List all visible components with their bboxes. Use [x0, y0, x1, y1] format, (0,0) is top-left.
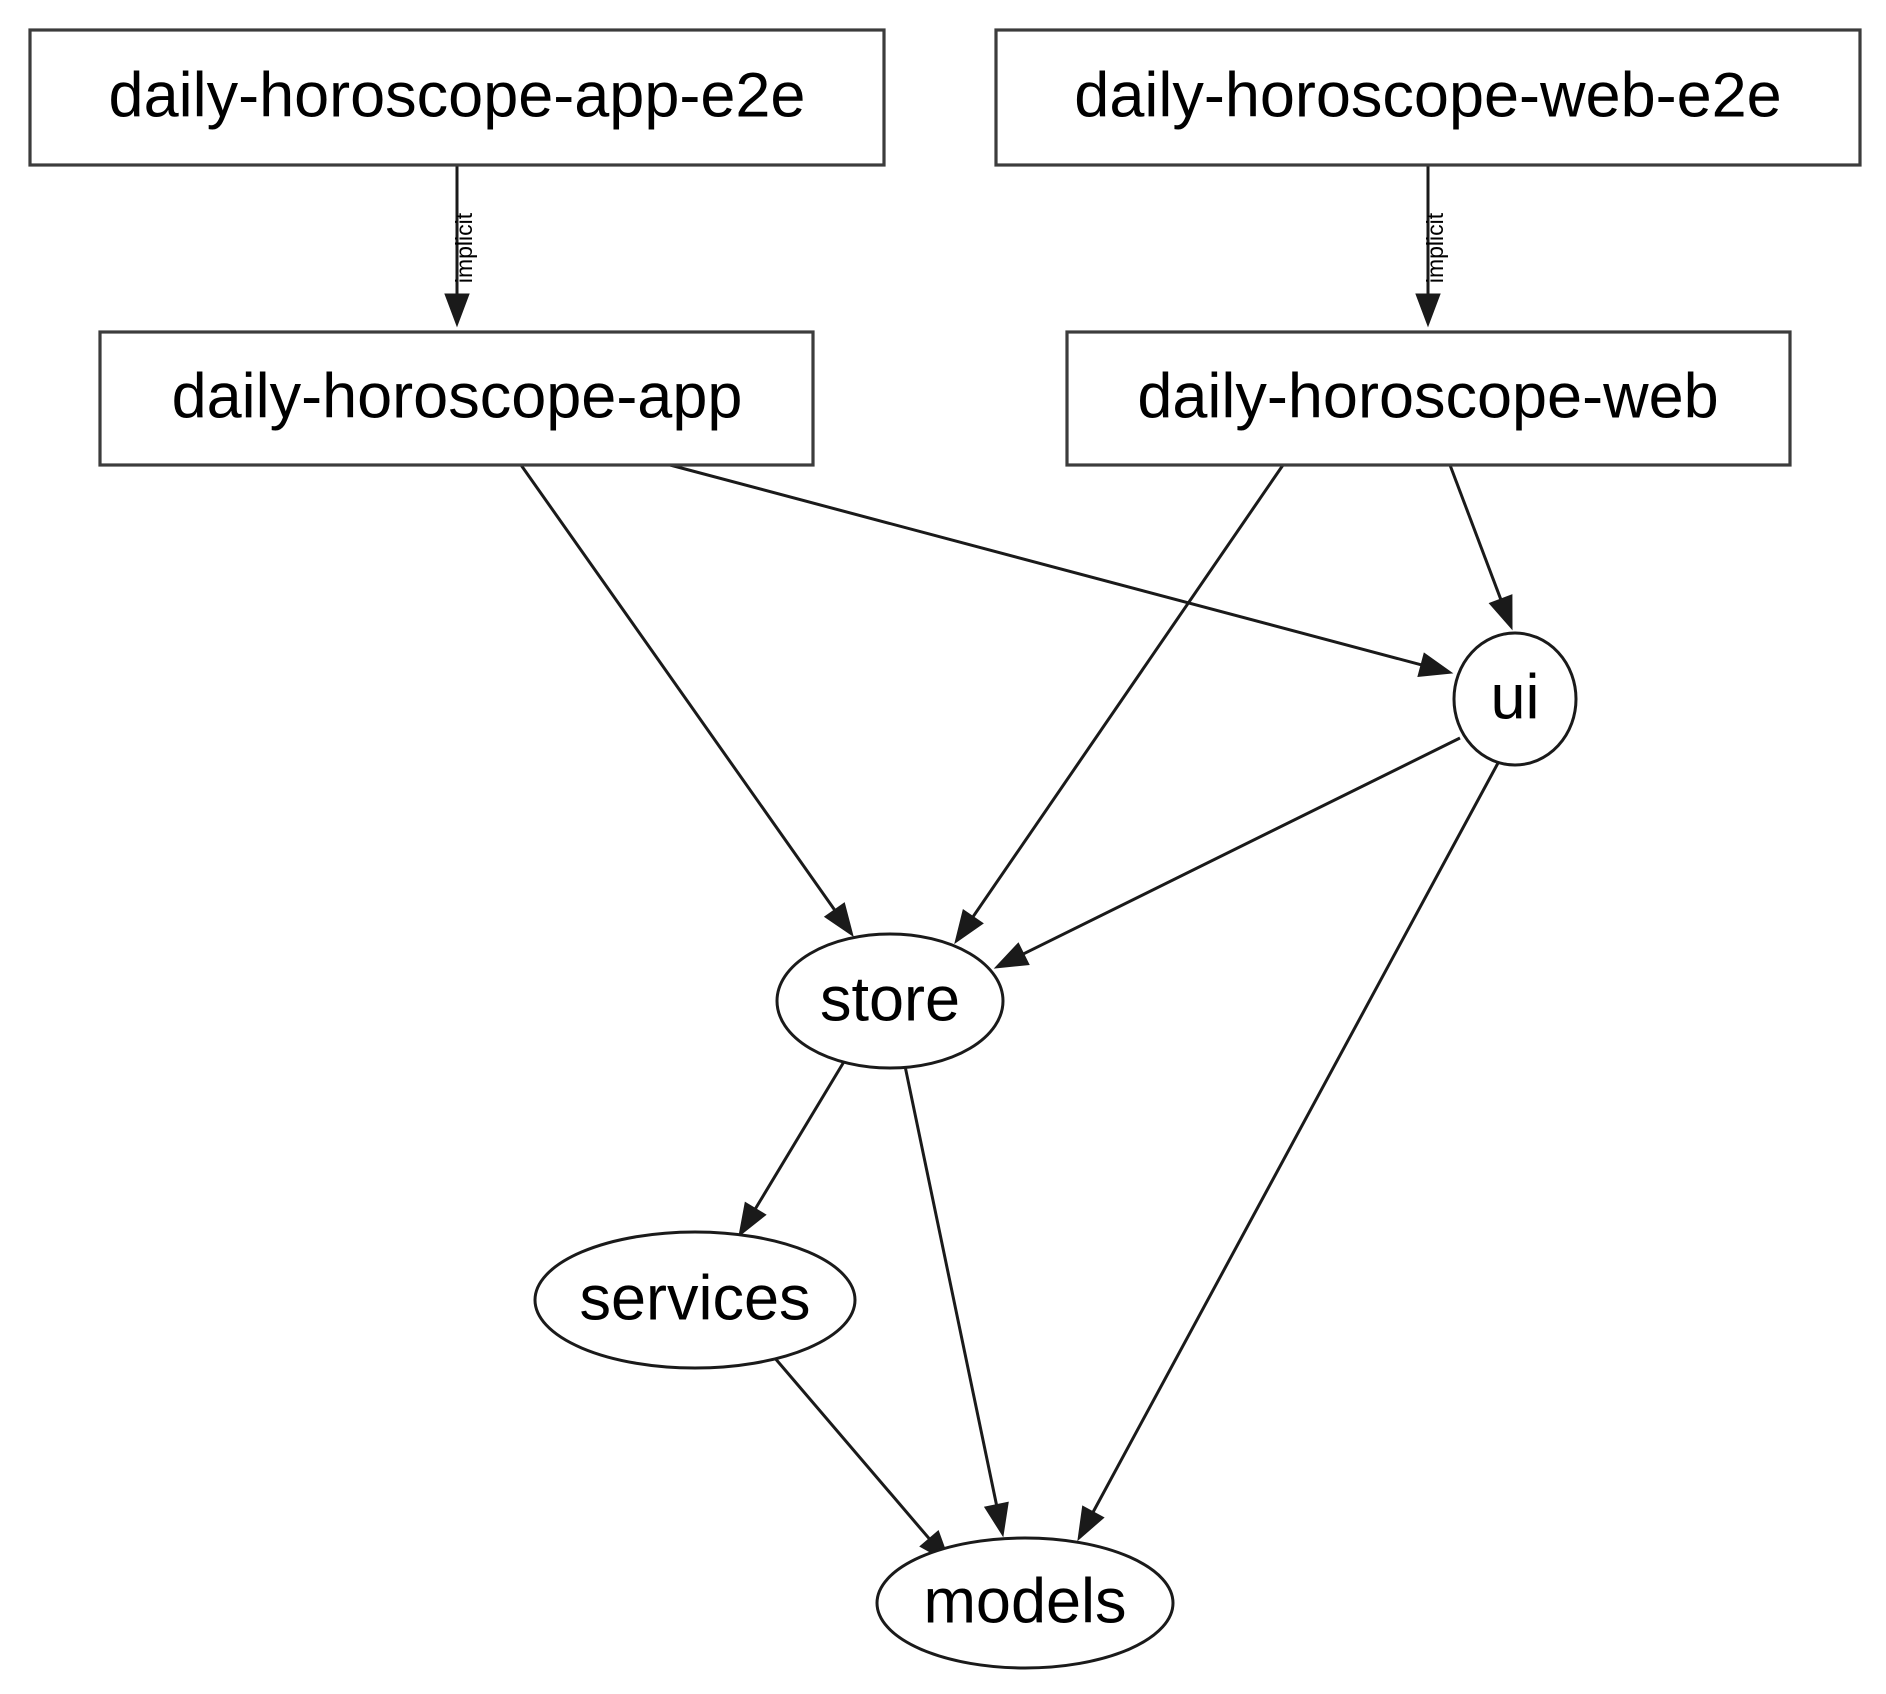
- node-daily-horoscope-web-e2e[interactable]: daily-horoscope-web-e2e: [994, 28, 1862, 167]
- node-daily-horoscope-app[interactable]: daily-horoscope-app: [98, 330, 815, 467]
- edges-layer: [444, 165, 1513, 1565]
- node-label-services: services: [579, 1264, 810, 1334]
- node-shape-rect[interactable]: [98, 330, 815, 467]
- node-label-daily-horoscope-app-e2e: daily-horoscope-app-e2e: [109, 61, 806, 131]
- node-services[interactable]: services: [533, 1230, 857, 1370]
- node-label-daily-horoscope-web: daily-horoscope-web: [1137, 362, 1718, 432]
- edge-arrowhead: [1417, 652, 1454, 677]
- edge-line: [1089, 762, 1500, 1517]
- edge-label-implicit: implicit: [451, 212, 477, 283]
- node-label-store: store: [820, 965, 960, 1035]
- edge-line: [669, 463, 1426, 668]
- edge-daily-horoscope-app-e2e-to-daily-horoscope-app: [444, 165, 470, 328]
- node-store[interactable]: store: [775, 932, 1005, 1070]
- edge-line: [766, 1349, 933, 1543]
- edge-daily-horoscope-web-to-store: [954, 464, 1285, 945]
- edge-arrowhead: [1415, 293, 1441, 328]
- edge-store-to-services: [738, 1059, 847, 1238]
- edge-arrowhead: [1488, 594, 1513, 631]
- node-label-models: models: [923, 1567, 1126, 1637]
- edge-daily-horoscope-web-e2e-to-daily-horoscope-web: [1415, 165, 1441, 328]
- node-daily-horoscope-app-e2e[interactable]: daily-horoscope-app-e2e: [28, 28, 886, 167]
- edge-arrowhead: [954, 909, 984, 945]
- edge-line: [969, 464, 1285, 921]
- node-shape-ellipse[interactable]: [533, 1230, 857, 1370]
- node-shape-ellipse[interactable]: [775, 932, 1005, 1070]
- edge-arrowhead: [993, 942, 1030, 969]
- node-shape-ellipse[interactable]: [1452, 631, 1578, 767]
- node-shape-rect[interactable]: [994, 28, 1862, 167]
- edge-line: [519, 464, 839, 914]
- node-ui[interactable]: ui: [1452, 631, 1578, 767]
- edge-ui-to-models: [1077, 762, 1500, 1542]
- nodes-layer: daily-horoscope-app-e2e daily-horoscope-w…: [28, 28, 1862, 1670]
- node-models[interactable]: models: [875, 1536, 1175, 1670]
- edge-line: [1448, 464, 1504, 604]
- edge-label-implicit: implicit: [1422, 212, 1448, 283]
- edge-arrowhead: [823, 902, 854, 938]
- edge-arrowhead: [738, 1201, 767, 1238]
- node-shape-rect[interactable]: [1065, 330, 1792, 467]
- node-label-daily-horoscope-web-e2e: daily-horoscope-web-e2e: [1074, 61, 1781, 131]
- node-label-daily-horoscope-app: daily-horoscope-app: [172, 362, 743, 432]
- node-label-ui: ui: [1490, 663, 1539, 733]
- edge-line: [1019, 736, 1461, 957]
- edge-arrowhead: [444, 293, 470, 328]
- node-shape-ellipse[interactable]: [875, 1536, 1175, 1670]
- node-shape-rect[interactable]: [28, 28, 886, 167]
- edge-store-to-models: [903, 1065, 1009, 1538]
- edge-labels-layer: implicit implicit: [451, 212, 1448, 283]
- edge-line: [752, 1059, 847, 1213]
- edge-arrowhead: [1077, 1505, 1105, 1542]
- edge-daily-horoscope-app-to-store: [519, 464, 854, 938]
- edge-arrowhead: [983, 1501, 1009, 1538]
- edge-ui-to-store: [993, 736, 1461, 969]
- edge-daily-horoscope-app-to-ui: [669, 463, 1454, 677]
- edge-services-to-models: [766, 1349, 951, 1565]
- edge-daily-horoscope-web-to-ui: [1448, 464, 1513, 631]
- edge-line: [903, 1065, 999, 1509]
- node-daily-horoscope-web[interactable]: daily-horoscope-web: [1065, 330, 1792, 467]
